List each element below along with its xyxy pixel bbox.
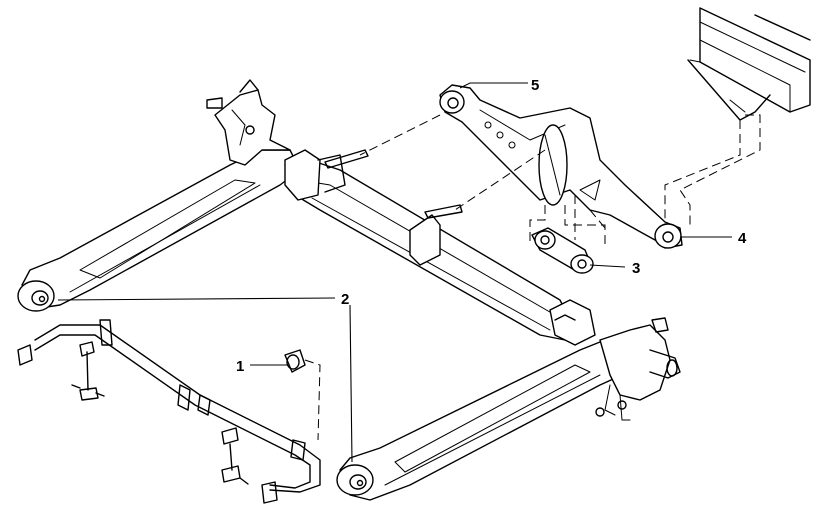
callout-5: 5 — [531, 77, 539, 94]
callout-1: 1 — [236, 358, 244, 375]
left-trailing-arm — [17, 149, 301, 312]
stabilizer-bushing — [284, 349, 306, 373]
left-arm-bushing — [17, 280, 55, 312]
assembly-guide-lines — [304, 114, 761, 441]
callout-3: 3 — [632, 260, 640, 277]
callout-4: 4 — [738, 230, 747, 247]
lateral-link — [531, 227, 594, 274]
callout-2: 2 — [341, 291, 349, 308]
callout-leaders — [57, 82, 732, 463]
axle-cross-member — [284, 149, 596, 346]
right-trailing-arm — [336, 339, 623, 501]
left-wheel-carrier — [206, 79, 291, 166]
right-arm-bushing — [336, 464, 374, 496]
right-wheel-carrier — [595, 317, 681, 421]
body-frame-rail — [687, 7, 811, 121]
upper-control-arm — [439, 84, 683, 249]
mount-bolts — [324, 149, 463, 219]
stabilizer-bar — [17, 319, 321, 504]
